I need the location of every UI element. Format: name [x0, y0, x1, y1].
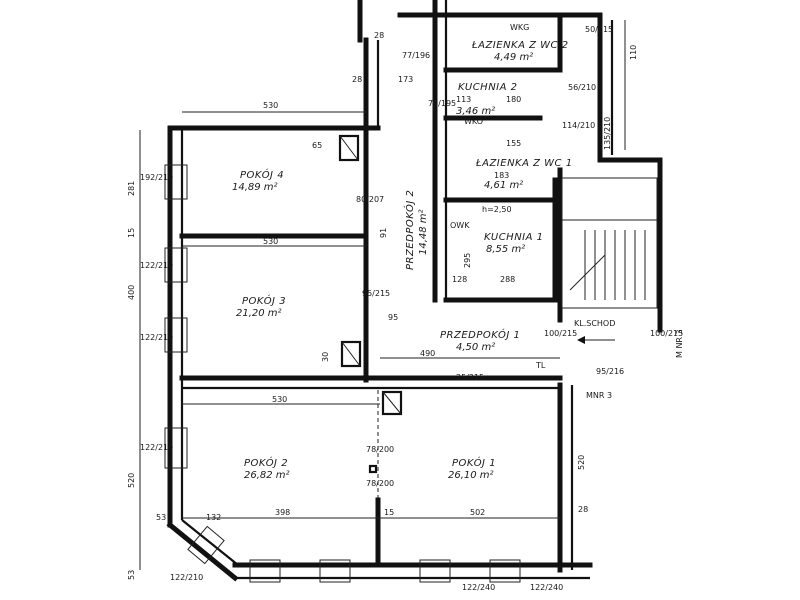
dim-183: 183: [494, 171, 509, 180]
dim-122-210b: 122/210: [140, 333, 173, 342]
dimension-lines: [139, 20, 626, 570]
room-labels: ŁAZIENKA Z WC 2 4,49 m² KUCHNIA 2 3,46 m…: [232, 40, 573, 481]
bottom-windows: [187, 525, 521, 583]
dim-122-210c: 122/210: [140, 443, 173, 452]
room-name-pokoj4: POKÓJ 4: [240, 168, 284, 181]
room-name-pokoj2: POKÓJ 2: [244, 456, 288, 469]
label-h250: h=2,50: [482, 205, 512, 214]
dim-490: 490: [420, 349, 435, 358]
room-area-lazienka-wc1: 4,61 m²: [484, 180, 523, 191]
label-wko: WKO: [464, 117, 483, 126]
dim-520b: 520: [577, 455, 586, 470]
dim-56-210: 56/210: [568, 83, 596, 92]
room-area-pokoj3: 21,20 m²: [236, 308, 282, 319]
room-area-pokoj4: 14,89 m²: [232, 182, 278, 193]
dim-122-240b: 122/240: [530, 583, 563, 592]
dim-65: 65: [312, 141, 322, 150]
dim-530-low: 530: [272, 395, 287, 404]
label-mnr3-bottom: MNR 3: [586, 391, 612, 400]
room-name-pokoj1: POKÓJ 1: [452, 456, 496, 469]
walls: [166, 0, 663, 582]
dim-520a: 520: [127, 473, 136, 488]
dim-114-210: 114/210: [562, 121, 595, 130]
label-tl: TL: [535, 361, 546, 370]
room-name-przedpokoj2: PRZEDPOKÓJ 2: [403, 190, 416, 270]
dim-100-215b: 100/215: [650, 329, 683, 338]
vent-boxes: [338, 134, 403, 474]
dim-77-196: 77/196: [402, 51, 430, 60]
staircase: [561, 177, 658, 309]
misc-labels: WKG WKO OWK KL.SCHOD M NR 3 MNR 3 h=2,50…: [450, 23, 684, 400]
dim-135-210: 135/210: [603, 117, 612, 150]
dim-28a: 28: [352, 75, 362, 84]
dim-110: 110: [629, 45, 638, 60]
room-area-lazienka-wc2: 4,49 m²: [494, 52, 533, 63]
room-area-przedpokoj1: 4,50 m²: [456, 342, 495, 353]
room-name-lazienka-wc2: ŁAZIENKA Z WC 2: [471, 40, 569, 51]
dim-15: 15: [384, 508, 394, 517]
dim-95: 95: [388, 313, 398, 322]
dim-78-200b: 78/200: [366, 479, 394, 488]
label-kl-schod: KL.SCHOD: [574, 319, 615, 328]
entry-arrow-head: [577, 336, 585, 344]
dim-50-215: 50/215: [585, 25, 613, 34]
dim-281: 281: [127, 181, 136, 196]
dim-30: 30: [321, 352, 330, 362]
room-area-pokoj1: 26,10 m²: [448, 470, 494, 481]
dim-91: 91: [379, 228, 388, 238]
left-windows: [164, 164, 188, 469]
dim-28b: 28: [374, 31, 384, 40]
room-area-kuchnia1: 8,55 m²: [486, 244, 525, 255]
dim-122-210a: 122/210: [140, 261, 173, 270]
room-name-kuchnia1: KUCHNIA 1: [484, 232, 544, 243]
room-name-kuchnia2: KUCHNIA 2: [458, 82, 518, 93]
dim-25-215: 25/215: [456, 373, 484, 382]
dim-155: 155: [506, 139, 521, 148]
room-area-kuchnia2: 3,46 m²: [456, 106, 495, 117]
label-owk: OWK: [450, 221, 470, 230]
dim-173: 173: [398, 75, 413, 84]
dim-80-207: 80/207: [356, 195, 384, 204]
label-wkg: WKG: [510, 23, 529, 32]
dim-180: 180: [506, 95, 521, 104]
dim-95-215a: 95/215: [362, 289, 390, 298]
dim-128: 128: [452, 275, 467, 284]
dim-78-200a: 78/200: [366, 445, 394, 454]
dim-502: 502: [470, 508, 485, 517]
dim-400: 400: [127, 285, 136, 300]
dim-192-210: 192/210: [140, 173, 173, 182]
dim-15v: 15: [127, 228, 136, 238]
dim-79-195: 79/195: [428, 99, 456, 108]
dim-122-240a: 122/240: [462, 583, 495, 592]
dim-95-216: 95/216: [596, 367, 624, 376]
room-name-pokoj3: POKÓJ 3: [242, 294, 286, 307]
room-area-pokoj2: 26,82 m²: [244, 470, 290, 481]
dim-53b: 53: [127, 570, 136, 580]
label-mnr3-right: M NR 3: [675, 329, 684, 358]
dim-53a: 53: [156, 513, 166, 522]
dim-122-210d: 122/210: [170, 573, 203, 582]
dim-398: 398: [275, 508, 290, 517]
dim-530-top: 530: [263, 101, 278, 110]
dim-100-215a: 100/215: [544, 329, 577, 338]
dimension-labels: 530 530 530 490 398 502 15 173 28 28 65 …: [127, 25, 683, 592]
dim-113: 113: [456, 95, 471, 104]
room-area-przedpokoj2: 14,48 m²: [418, 209, 429, 255]
dim-295: 295: [463, 253, 472, 268]
room-name-lazienka-wc1: ŁAZIENKA Z WC 1: [475, 158, 573, 169]
dim-288: 288: [500, 275, 515, 284]
dim-132: 132: [206, 513, 221, 522]
dim-530-mid: 530: [263, 237, 278, 246]
dim-28c: 28: [578, 505, 588, 514]
room-name-przedpokoj1: PRZEDPOKÓJ 1: [440, 328, 520, 341]
